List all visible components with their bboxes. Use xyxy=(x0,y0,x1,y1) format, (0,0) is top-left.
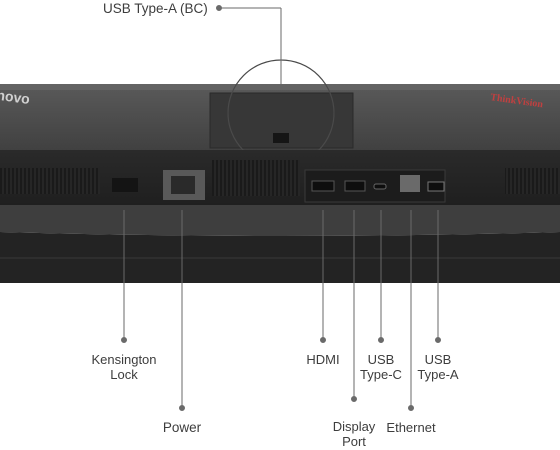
usb-a-port xyxy=(427,181,445,192)
vent-left xyxy=(0,168,100,194)
shell-highlight xyxy=(0,84,560,90)
callout-usb-type-a-bc: USB Type-A (BC) xyxy=(103,1,208,16)
callout-ethernet: Ethernet xyxy=(386,420,436,435)
kensington-lock-slot xyxy=(112,178,138,192)
callout-usb-type-a: USB Type-A xyxy=(417,352,459,382)
mount-latch xyxy=(273,133,289,143)
hdmi-port xyxy=(311,180,335,192)
vent-mid xyxy=(212,160,300,196)
callout-hdmi: HDMI xyxy=(306,352,340,367)
lower-lip xyxy=(0,205,560,236)
leader-lines xyxy=(121,5,441,411)
callout-power: Power xyxy=(162,420,202,435)
brand-left: novo xyxy=(0,87,31,108)
ethernet-port xyxy=(400,175,420,192)
callout-usb-type-c: USB Type-C xyxy=(360,352,402,382)
vent-right xyxy=(505,168,560,194)
callout-display-port: Display Port xyxy=(332,419,376,449)
callout-kensington-lock: Kensington Lock xyxy=(91,352,157,382)
displayport-port xyxy=(344,180,366,192)
usb-c-port xyxy=(373,183,387,190)
